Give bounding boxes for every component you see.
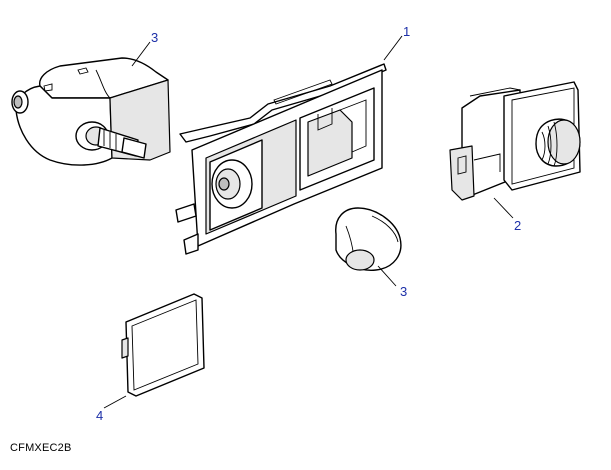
leader-2 (493, 197, 514, 219)
callout-1: 1 (403, 24, 410, 39)
leader-3a (131, 41, 151, 67)
leader-lines (103, 35, 514, 409)
part-3-knob (335, 207, 402, 271)
diagram-code: CFMXEC2B (10, 442, 72, 454)
leader-4 (103, 395, 127, 409)
part-1-mounting-bracket (175, 63, 387, 255)
callout-4: 4 (96, 408, 103, 423)
leader-3b (377, 265, 397, 287)
callout-3-lower: 3 (400, 284, 407, 299)
part-4-blanking-cover (121, 293, 205, 397)
callout-2: 2 (514, 218, 521, 233)
part-3-switch-unit (11, 57, 171, 166)
callout-3-upper: 3 (151, 30, 158, 45)
leader-1 (383, 35, 403, 61)
part-2-switch (449, 81, 581, 201)
